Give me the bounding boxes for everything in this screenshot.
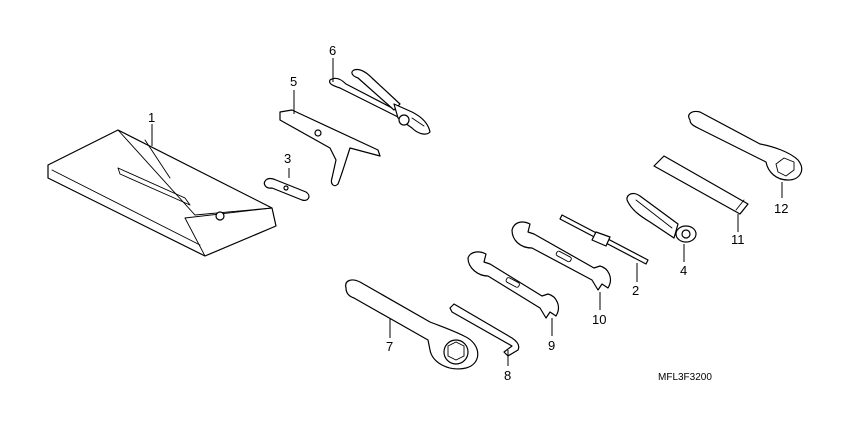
- extension-handle: [653, 155, 749, 215]
- callout-4: 4: [680, 263, 687, 278]
- tool-bag: [47, 129, 277, 257]
- callout-3: 3: [284, 151, 291, 166]
- open-end-wrench-small: [467, 251, 560, 319]
- callout-5: 5: [290, 74, 297, 89]
- pliers: [329, 68, 431, 135]
- callout-6: 6: [329, 43, 336, 58]
- screwdriver-bit: [559, 214, 649, 265]
- screwdriver-handle: [626, 192, 697, 243]
- callout-10: 10: [592, 312, 606, 327]
- callout-9: 9: [548, 338, 555, 353]
- callout-1: 1: [148, 110, 155, 125]
- hook-spanner: [279, 109, 381, 187]
- callout-2: 2: [632, 283, 639, 298]
- pin-spanner: [263, 177, 310, 201]
- diagram-code: MFL3F3200: [658, 372, 712, 383]
- callout-11: 11: [731, 232, 745, 247]
- open-end-wrench-medium: [511, 221, 612, 291]
- callout-8: 8: [504, 368, 511, 383]
- ring-wrench-right: [688, 110, 803, 181]
- callout-12: 12: [774, 201, 788, 216]
- hex-key: [449, 303, 520, 357]
- ring-wrench-large: [345, 279, 479, 370]
- callout-7: 7: [386, 339, 393, 354]
